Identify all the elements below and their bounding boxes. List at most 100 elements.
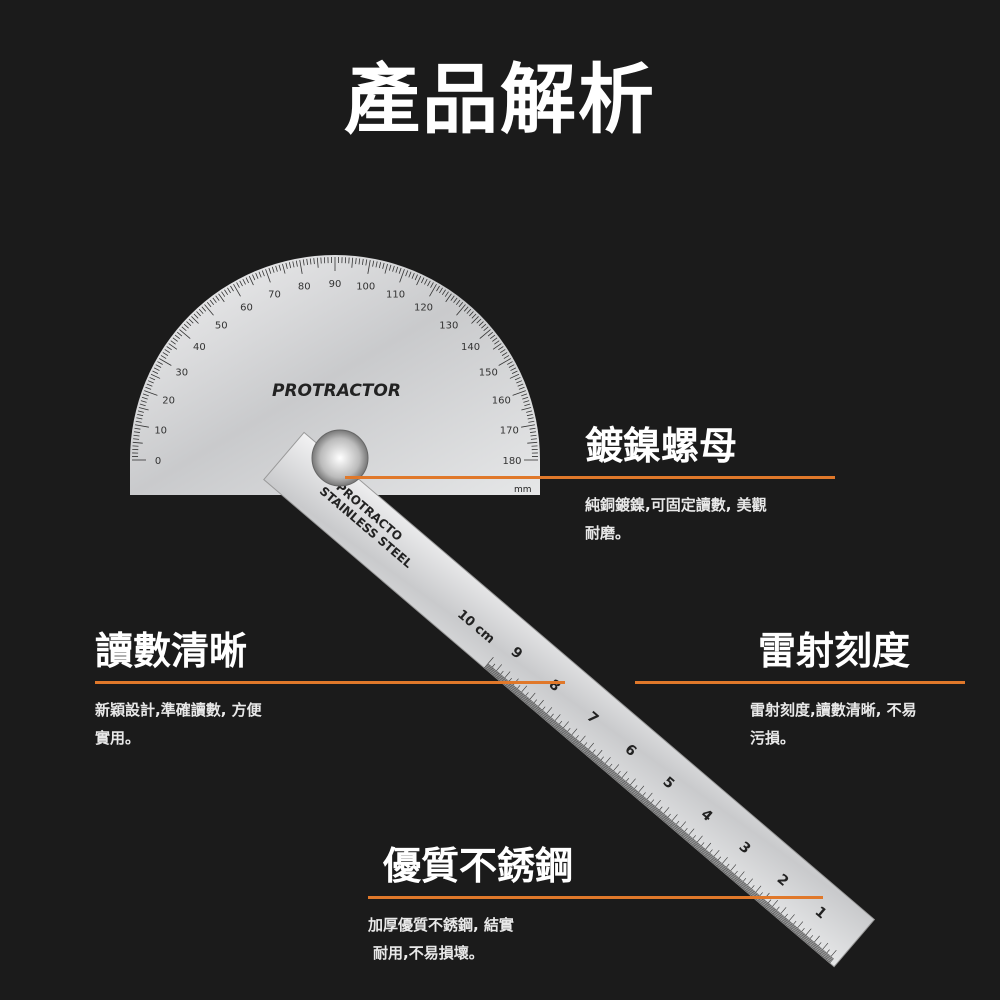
degree-tick: [444, 291, 449, 297]
degree-tick: [527, 417, 534, 420]
mm-tick: [648, 803, 653, 809]
mm-tick: [770, 908, 776, 914]
mm-tick: [523, 696, 528, 702]
degree-label: 150: [479, 368, 498, 379]
mm-tick: [740, 881, 745, 887]
mm-tick: [635, 792, 640, 798]
mm-tick: [592, 749, 603, 761]
mm-tick: [525, 692, 536, 704]
mm-tick: [671, 823, 676, 829]
mm-tick: [509, 678, 519, 690]
mm-tick: [703, 850, 708, 856]
mm-tick: [751, 885, 762, 897]
degree-tick: [242, 278, 246, 285]
mm-tick: [567, 728, 578, 740]
mm-tick: [798, 931, 803, 937]
mm-tick: [786, 921, 791, 926]
mm-tick: [623, 782, 629, 788]
mm-tick: [750, 891, 756, 896]
mm-tick: [633, 791, 639, 796]
mm-tick: [687, 836, 692, 842]
mm-tick: [611, 771, 616, 777]
mm-tick: [649, 804, 655, 810]
degree-tick: [147, 380, 154, 384]
degree-tick: [313, 258, 315, 265]
mm-tick: [656, 810, 661, 816]
mm-tick: [770, 907, 775, 913]
degree-label: 10: [154, 425, 167, 436]
degree-tick: [523, 400, 530, 403]
mm-tick: [643, 799, 649, 805]
mm-tick: [655, 806, 663, 815]
mm-tick: [559, 721, 569, 733]
degree-label: 100: [356, 282, 375, 293]
mm-tick: [749, 889, 754, 895]
mm-tick: [734, 876, 739, 882]
mm-tick: [732, 875, 737, 881]
mm-tick: [556, 725, 562, 731]
mm-tick: [781, 917, 787, 923]
mm-tick: [638, 792, 646, 801]
degree-label: 50: [215, 320, 228, 331]
accent-line: [368, 896, 823, 899]
mm-tick: [704, 851, 709, 856]
degree-tick: [137, 410, 144, 413]
mm-tick: [551, 721, 557, 726]
degree-tick: [498, 358, 512, 366]
degree-tick: [186, 321, 192, 326]
mm-tick: [828, 957, 834, 963]
mm-tick: [540, 711, 546, 717]
mm-tick: [545, 715, 550, 721]
mm-tick: [659, 807, 670, 819]
mm-tick: [797, 928, 805, 936]
mm-tick: [608, 769, 614, 775]
mm-tick: [586, 751, 592, 756]
mm-tick: [637, 793, 642, 799]
mm-tick: [777, 913, 783, 919]
mm-tick: [660, 813, 665, 819]
degree-tick: [134, 427, 141, 430]
mm-tick: [704, 851, 710, 857]
mm-tick: [489, 668, 495, 674]
mm-tick: [747, 885, 755, 894]
degree-tick: [398, 267, 402, 274]
nickel-nut: [311, 429, 369, 487]
mm-tick: [652, 806, 657, 812]
degree-tick: [416, 275, 422, 286]
degree-tick: [172, 337, 178, 342]
degree-tick: [136, 417, 143, 420]
mm-tick: [709, 849, 720, 861]
degree-tick: [414, 274, 418, 281]
mm-tick: [694, 842, 699, 848]
degree-tick: [489, 334, 496, 340]
mm-tick: [759, 898, 764, 904]
degree-tick: [174, 334, 181, 340]
mm-tick: [651, 799, 661, 811]
mm-tick: [684, 828, 695, 840]
mm-tick: [750, 890, 755, 896]
degree-tick: [137, 413, 144, 417]
degree-label: 180: [502, 456, 521, 467]
mm-tick: [499, 676, 505, 682]
mm-tick: [678, 828, 683, 834]
mm-tick: [564, 731, 569, 737]
mm-tick: [576, 742, 582, 748]
degree-tick: [306, 258, 308, 265]
mm-tick: [823, 953, 829, 959]
degree-tick: [476, 318, 482, 324]
mm-tick: [817, 948, 823, 954]
mm-tick: [645, 801, 650, 806]
page-title: 產品解析: [344, 55, 656, 144]
degree-tick: [408, 271, 412, 278]
mm-tick: [609, 764, 620, 776]
mm-tick: [665, 818, 670, 824]
degree-tick: [138, 407, 149, 411]
mm-tick: [801, 933, 806, 939]
mm-tick: [646, 801, 651, 807]
mm-tick: [772, 906, 780, 915]
mm-tick: [591, 754, 596, 760]
mm-tick: [729, 872, 734, 878]
mm-tick: [614, 774, 619, 780]
mm-tick: [701, 842, 712, 854]
mm-tick: [529, 701, 534, 707]
